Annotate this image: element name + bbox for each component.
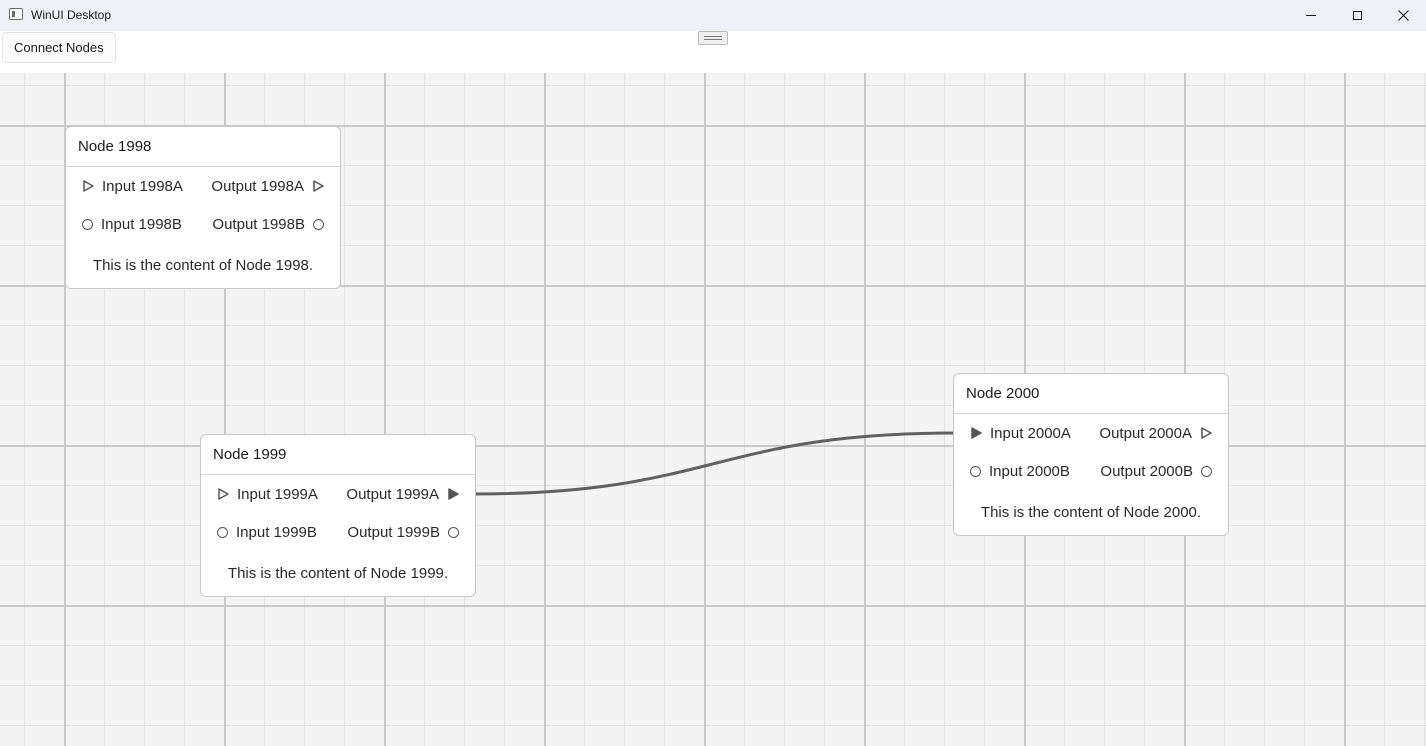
input-port-label: Input 2000A [990, 424, 1071, 442]
output-port[interactable]: Output 1998A [211, 167, 324, 205]
connect-nodes-button[interactable]: Connect Nodes [2, 32, 116, 63]
output-port-label: Output 1998B [212, 215, 305, 233]
output-port-label: Output 2000A [1099, 424, 1192, 442]
input-port[interactable]: Input 2000B [970, 452, 1070, 490]
input-triangle-port-icon[interactable] [970, 427, 982, 439]
port-row: Input 1999B Output 1999B [201, 513, 475, 551]
close-button[interactable] [1380, 0, 1426, 31]
input-port[interactable]: Input 2000A [970, 414, 1071, 452]
port-row: Input 2000A Output 2000A [954, 414, 1228, 452]
minimize-icon [1306, 15, 1316, 16]
title-bar[interactable]: WinUI Desktop [0, 0, 1426, 31]
input-triangle-port-icon[interactable] [217, 488, 229, 500]
output-triangle-port-icon[interactable] [312, 180, 324, 192]
output-port[interactable]: Output 1998B [212, 205, 324, 243]
output-port[interactable]: Output 2000B [1100, 452, 1212, 490]
input-circle-port-icon[interactable] [82, 218, 93, 230]
port-row: Input 1999A Output 1999A [201, 475, 475, 513]
node-content: This is the content of Node 2000. [980, 503, 1202, 521]
maximize-icon [1352, 11, 1362, 20]
input-port[interactable]: Input 1999A [217, 475, 318, 513]
maximize-button[interactable] [1334, 0, 1380, 31]
output-circle-port-icon[interactable] [313, 218, 324, 230]
output-circle-port-icon[interactable] [448, 526, 459, 538]
output-port[interactable]: Output 2000A [1099, 414, 1212, 452]
input-port[interactable]: Input 1999B [217, 513, 317, 551]
node-title[interactable]: Node 2000 [954, 374, 1228, 414]
output-port-label: Output 2000B [1100, 462, 1193, 480]
output-port-label: Output 1999A [346, 485, 439, 503]
input-triangle-port-icon[interactable] [82, 180, 94, 192]
output-port-label: Output 1999B [347, 523, 440, 541]
output-port[interactable]: Output 1999A [346, 475, 459, 513]
input-port-label: Input 1998B [101, 215, 182, 233]
node-title[interactable]: Node 1999 [201, 435, 475, 475]
port-row: Input 1998B Output 1998B [66, 205, 340, 243]
input-port[interactable]: Input 1998B [82, 205, 182, 243]
output-port-label: Output 1998A [211, 177, 304, 195]
input-port-label: Input 1999B [236, 523, 317, 541]
node-title[interactable]: Node 1998 [66, 127, 340, 167]
input-port[interactable]: Input 1998A [82, 167, 183, 205]
window-title: WinUI Desktop [31, 8, 112, 22]
output-triangle-port-icon[interactable] [1200, 427, 1212, 439]
port-row: Input 2000B Output 2000B [954, 452, 1228, 490]
input-port-label: Input 1998A [102, 177, 183, 195]
input-circle-port-icon[interactable] [217, 526, 228, 538]
input-port-label: Input 1999A [237, 485, 318, 503]
app-window-icon [9, 8, 23, 20]
drag-handle-icon[interactable] [698, 31, 728, 45]
close-icon [1397, 10, 1409, 21]
node-content: This is the content of Node 1999. [227, 564, 449, 582]
output-triangle-port-icon[interactable] [447, 488, 459, 500]
input-port-label: Input 2000B [989, 462, 1070, 480]
minimize-button[interactable] [1288, 0, 1334, 31]
port-row: Input 1998A Output 1998A [66, 167, 340, 205]
toolbar: Connect Nodes [0, 31, 1426, 73]
input-circle-port-icon[interactable] [970, 465, 981, 477]
node-content: This is the content of Node 1998. [92, 256, 314, 274]
output-circle-port-icon[interactable] [1201, 465, 1212, 477]
output-port[interactable]: Output 1999B [347, 513, 459, 551]
